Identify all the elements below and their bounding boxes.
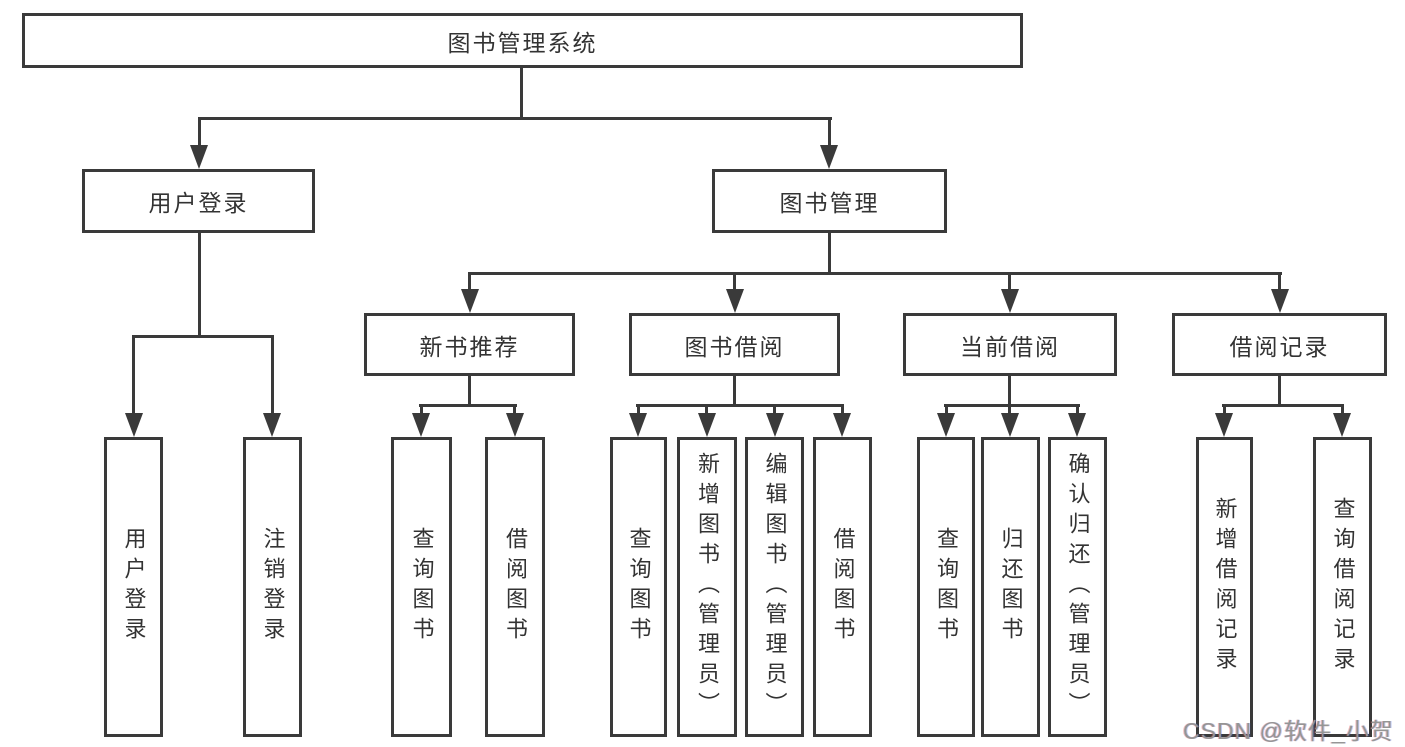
leaf-query-borrow-record: 查询借阅记录 <box>1313 437 1372 737</box>
node-section-borrow-records: 借阅记录 <box>1172 313 1387 376</box>
arrow-down-icon <box>726 289 744 313</box>
node-section-label: 当前借阅 <box>960 333 1060 360</box>
arrow-down-icon <box>937 413 955 437</box>
connector-line <box>636 404 844 407</box>
arrow-down-icon <box>1215 413 1233 437</box>
leaf-query-books-2: 查询图书 <box>610 437 667 737</box>
leaf-label: 归还图书 <box>998 527 1024 647</box>
leaf-query-books-1: 查询图书 <box>391 437 452 737</box>
leaf-label: 查询借阅记录 <box>1330 497 1356 677</box>
connector-line <box>132 335 135 415</box>
leaf-return-books: 归还图书 <box>981 437 1040 737</box>
arrow-down-icon <box>833 413 851 437</box>
connector-line <box>468 374 471 407</box>
connector-line <box>733 374 736 407</box>
arrow-down-icon <box>263 413 281 437</box>
arrow-down-icon <box>629 413 647 437</box>
leaf-label: 查询图书 <box>409 527 435 647</box>
node-section-current-borrow: 当前借阅 <box>903 313 1117 376</box>
connector-line <box>773 404 776 417</box>
arrow-down-icon <box>412 413 430 437</box>
connector-line <box>1008 272 1011 292</box>
leaf-label: 注销登录 <box>260 527 286 647</box>
connector-line <box>419 404 517 407</box>
connector-line <box>1076 404 1079 417</box>
node-book-mgmt: 图书管理 <box>712 169 947 233</box>
arrow-down-icon <box>506 413 524 437</box>
node-section-new-books: 新书推荐 <box>364 313 575 376</box>
connector-line <box>1341 404 1344 417</box>
node-root: 图书管理系统 <box>22 13 1023 68</box>
arrow-down-icon <box>1001 413 1019 437</box>
connector-line <box>468 272 471 292</box>
leaf-label: 新增图书（管理员） <box>695 452 720 722</box>
connector-line <box>733 272 736 292</box>
connector-line <box>468 272 1282 275</box>
connector-line <box>944 404 1080 407</box>
connector-line <box>271 335 274 415</box>
connector-line <box>132 335 274 338</box>
arrow-down-icon <box>461 289 479 313</box>
watermark: CSDN @软件_小贺同学 <box>1183 718 1394 744</box>
leaf-borrow-books-2: 借阅图书 <box>813 437 872 737</box>
leaf-label: 编辑图书（管理员） <box>762 452 788 722</box>
arrow-down-icon <box>1001 289 1019 313</box>
leaf-query-books-3: 查询图书 <box>917 437 975 737</box>
connector-line <box>1008 374 1011 407</box>
connector-line <box>520 66 523 120</box>
leaf-label: 新增借阅记录 <box>1212 497 1238 677</box>
node-section-book-borrow: 图书借阅 <box>629 313 840 376</box>
node-user-login-label: 用户登录 <box>148 190 249 216</box>
leaf-label: 确认归还（管理员） <box>1065 452 1091 722</box>
connector-line <box>513 404 516 417</box>
arrow-down-icon <box>766 413 784 437</box>
connector-line <box>828 117 831 148</box>
connector-line <box>841 404 844 417</box>
leaf-add-books-admin: 新增图书（管理员） <box>677 437 737 737</box>
arrow-down-icon <box>820 145 838 169</box>
connector-line <box>198 231 201 338</box>
leaf-logout: 注销登录 <box>243 437 302 737</box>
arrow-down-icon <box>1271 289 1289 313</box>
leaf-confirm-return-admin: 确认归还（管理员） <box>1048 437 1107 737</box>
connector-line <box>198 117 201 148</box>
leaf-label: 查询图书 <box>934 527 959 647</box>
leaf-label: 借阅图书 <box>830 527 856 647</box>
connector-line <box>705 404 708 417</box>
connector-line <box>1008 404 1011 417</box>
connector-line <box>945 404 948 417</box>
leaf-edit-books-admin: 编辑图书（管理员） <box>745 437 804 737</box>
connector-line <box>1278 272 1281 292</box>
leaf-label: 查询图书 <box>626 527 652 647</box>
connector-line <box>420 404 423 417</box>
node-user-login: 用户登录 <box>82 169 315 233</box>
connector-line <box>1223 404 1226 417</box>
connector-line <box>1222 404 1343 407</box>
node-book-mgmt-label: 图书管理 <box>779 190 880 216</box>
leaf-label: 借阅图书 <box>503 527 528 647</box>
node-section-label: 借阅记录 <box>1229 333 1330 360</box>
node-root-label: 图书管理系统 <box>447 29 598 56</box>
arrow-down-icon <box>1068 413 1086 437</box>
leaf-borrow-books-1: 借阅图书 <box>485 437 545 737</box>
connector-line <box>1278 374 1281 407</box>
arrow-down-icon <box>1333 413 1351 437</box>
leaf-label: 用户登录 <box>121 527 147 647</box>
connector-line <box>198 117 832 120</box>
leaf-user-login: 用户登录 <box>104 437 163 737</box>
leaf-add-borrow-record: 新增借阅记录 <box>1196 437 1253 737</box>
node-section-label: 图书借阅 <box>684 333 785 360</box>
connector-line <box>828 231 831 274</box>
arrow-down-icon <box>125 413 143 437</box>
arrow-down-icon <box>698 413 716 437</box>
connector-line <box>637 404 640 417</box>
arrow-down-icon <box>190 145 208 169</box>
node-section-label: 新书推荐 <box>419 333 520 360</box>
